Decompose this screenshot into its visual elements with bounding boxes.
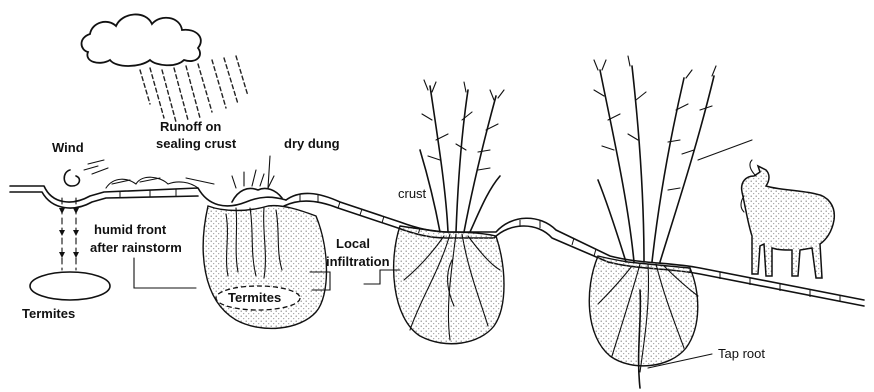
label-humid-line1: humid front bbox=[94, 222, 167, 237]
label-tap-root: Tap root bbox=[718, 346, 765, 361]
label-wind: Wind bbox=[52, 140, 84, 155]
label-termites-pit: Termites bbox=[228, 290, 281, 305]
label-local-line2: infiltration bbox=[326, 254, 390, 269]
label-crust: crust bbox=[398, 186, 427, 201]
label-local-line1: Local bbox=[336, 236, 370, 251]
label-dry-dung: dry dung bbox=[284, 136, 340, 151]
label-humid-line2: after rainstorm bbox=[90, 240, 182, 255]
label-runoff-line1: Runoff on bbox=[160, 119, 221, 134]
label-termites-left: Termites bbox=[22, 306, 75, 321]
humid-front-arrows bbox=[59, 198, 79, 270]
grass-pit bbox=[394, 80, 504, 344]
termite-nest bbox=[30, 272, 110, 300]
rain-cloud-icon bbox=[82, 14, 249, 122]
tap-root-pit bbox=[589, 56, 752, 388]
label-runoff-line2: sealing crust bbox=[156, 136, 237, 151]
wind-swirl-icon bbox=[64, 160, 108, 186]
goat-icon bbox=[741, 160, 834, 278]
